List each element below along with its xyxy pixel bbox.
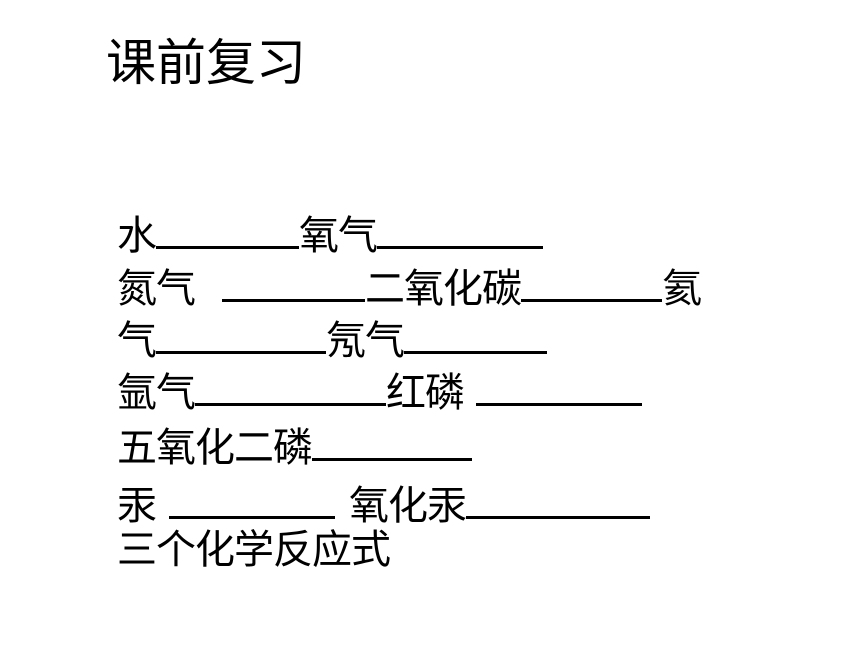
- answer-blank: [195, 367, 386, 406]
- term-mercury-oxide: 氧化汞: [349, 483, 467, 529]
- term-red-phosphorus: 红磷: [386, 370, 465, 416]
- term-mercury: 汞: [117, 483, 157, 529]
- answer-blank: [377, 210, 543, 249]
- answer-blank: [466, 480, 650, 519]
- exercise-line-6: 汞 氧化汞: [117, 480, 650, 526]
- term-phosphorus-pentoxide: 五氧化二磷: [117, 425, 313, 471]
- term-oxygen: 氧气: [299, 213, 378, 259]
- answer-blank: [222, 263, 365, 302]
- exercise-line-7: 三个化学反应式: [117, 527, 391, 573]
- slide-title: 课前复习: [106, 34, 306, 92]
- exercise-line-4: 氩气 红磷: [117, 367, 642, 413]
- exercise-line-2: 氮气 二氧化碳 氦: [117, 263, 702, 312]
- term-helium-gas-part: 气: [117, 318, 157, 364]
- term-nitrogen: 氮气: [117, 266, 196, 312]
- term-neon: 氖气: [326, 318, 405, 364]
- term-water: 水: [117, 213, 157, 259]
- answer-blank: [521, 263, 662, 302]
- exercise-line-5: 五氧化二磷: [117, 422, 472, 468]
- answer-blank: [156, 315, 326, 354]
- task-three-reactions: 三个化学反应式: [117, 527, 391, 573]
- answer-blank: [476, 367, 642, 406]
- exercise-line-1: 水 氧气: [117, 210, 543, 256]
- exercise-line-3: 气 氖气: [117, 315, 547, 361]
- answer-blank: [404, 315, 547, 354]
- term-carbon-dioxide: 二氧化碳: [365, 266, 522, 312]
- term-argon: 氩气: [117, 370, 196, 416]
- answer-blank: [156, 210, 299, 249]
- term-helium-part: 氦: [662, 266, 702, 312]
- answer-blank: [169, 480, 335, 519]
- answer-blank: [312, 422, 472, 461]
